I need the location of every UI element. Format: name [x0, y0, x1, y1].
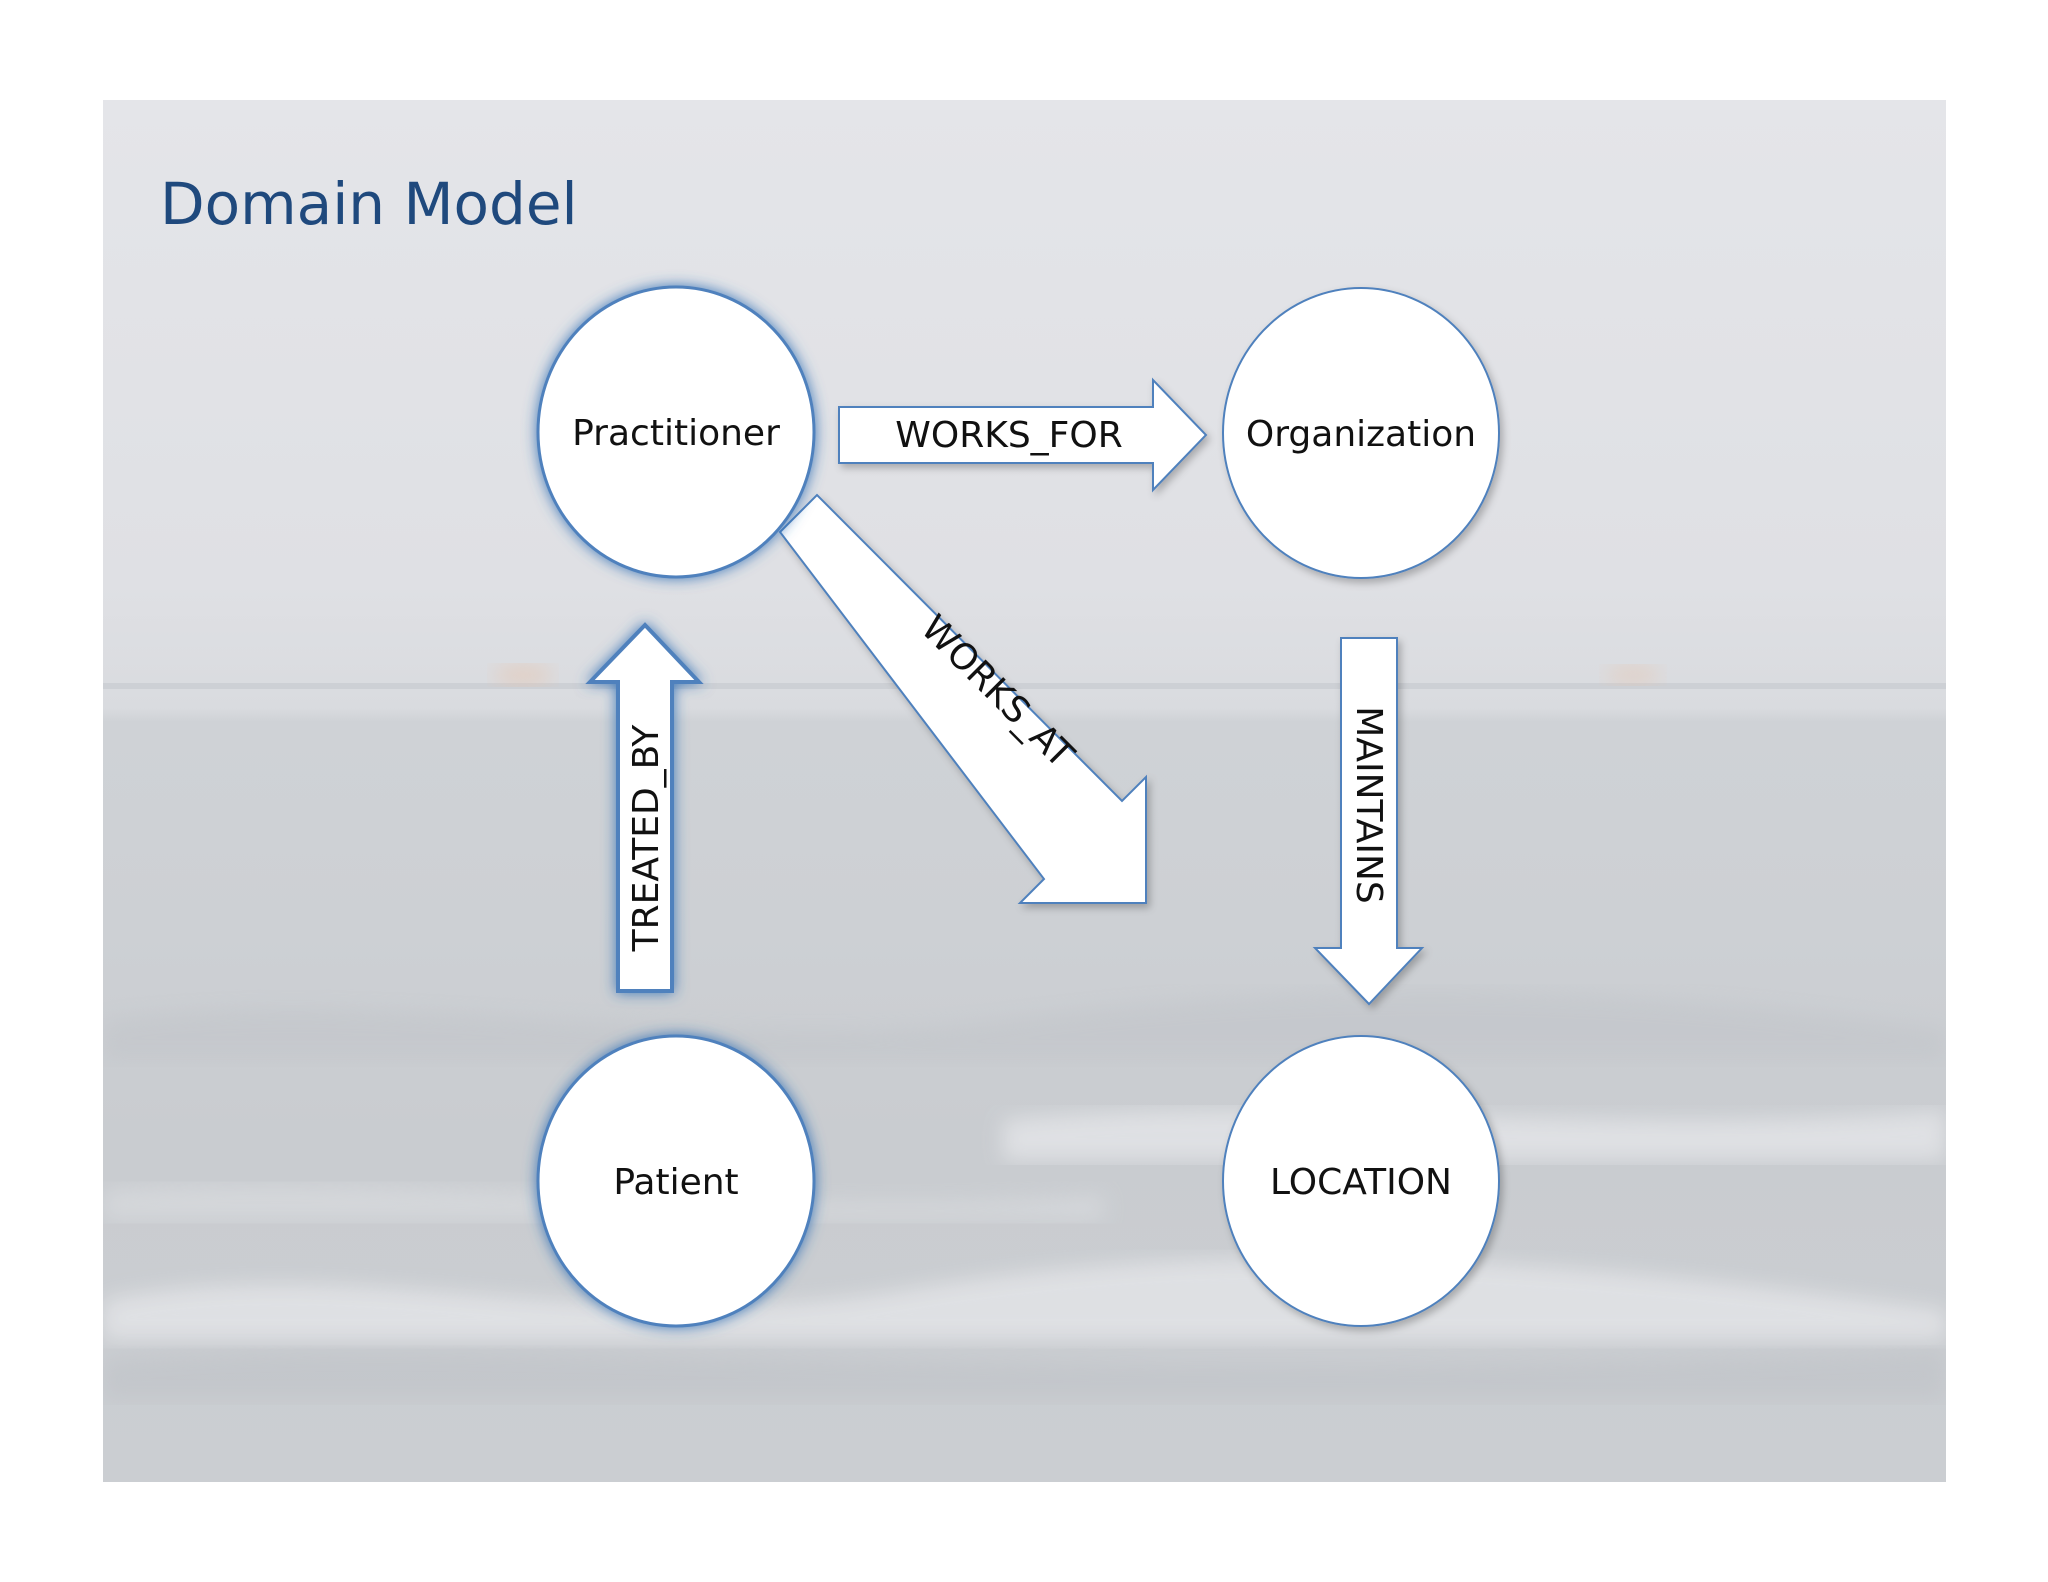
works-at-arrow-shape	[778, 493, 1147, 904]
works-for-arrow-shape	[838, 377, 1208, 493]
maintains-arrow: MAINTAINS	[1312, 637, 1425, 1006]
works-for-arrow: WORKS_FOR	[838, 377, 1208, 493]
organization-circle	[1222, 287, 1500, 579]
patient-label: Patient	[613, 1162, 738, 1203]
works-at-arrow: WORKS_AT	[778, 493, 1147, 904]
works-for-label: WORKS_FOR	[895, 415, 1122, 456]
slide-title: Domain Model	[160, 170, 578, 238]
location-label: LOCATION	[1270, 1162, 1452, 1203]
maintains-arrow-shape	[1312, 637, 1425, 1006]
treated-by-arrow: TREATED_BY	[585, 622, 704, 993]
node-organization: Organization	[1222, 287, 1500, 579]
node-patient: Patient	[536, 1034, 816, 1328]
organization-label: Organization	[1246, 414, 1476, 455]
maintains-label: MAINTAINS	[1348, 706, 1389, 903]
treated-by-label: TREATED_BY	[626, 724, 667, 953]
node-location: LOCATION	[1222, 1035, 1500, 1327]
practitioner-circle	[536, 285, 816, 579]
patient-circle	[536, 1034, 816, 1328]
slide: Domain Model	[103, 100, 1946, 1482]
practitioner-label: Practitioner	[572, 413, 780, 454]
location-circle	[1222, 1035, 1500, 1327]
node-practitioner: Practitioner	[536, 285, 816, 579]
treated-by-arrow-shape	[585, 622, 704, 993]
domain-model-diagram: WORKS_FOR WORKS_AT MAINTAINS TREATED_BY …	[536, 285, 1500, 1328]
